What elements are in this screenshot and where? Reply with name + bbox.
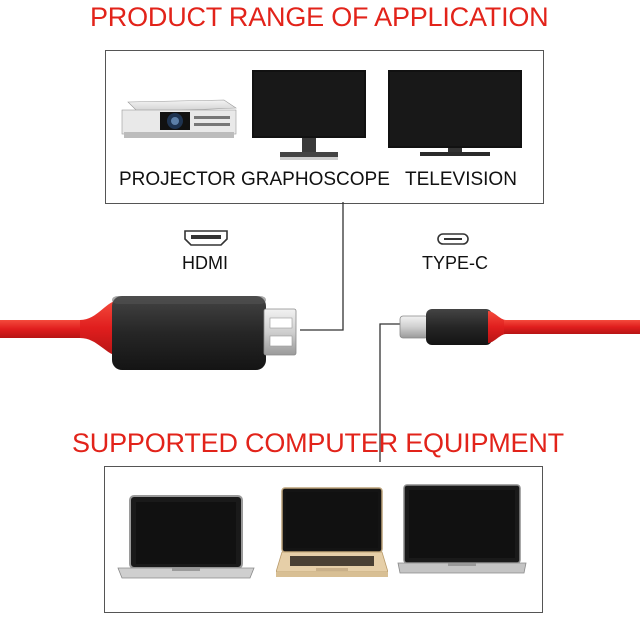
monitor-icon xyxy=(252,70,366,160)
heading-product-range: PRODUCT RANGE OF APPLICATION xyxy=(90,2,549,32)
television-icon xyxy=(388,70,522,156)
label-graphoscope: GRAPHOSCOPE xyxy=(241,169,390,190)
label-typec: TYPE-C xyxy=(422,253,489,273)
laptop-silver-icon xyxy=(117,495,255,579)
label-television: TELEVISION xyxy=(405,169,517,190)
typec-port-icon xyxy=(437,233,469,245)
laptop-dark-icon xyxy=(397,484,527,574)
hdmi-port-icon xyxy=(184,230,228,246)
label-hdmi: HDMI xyxy=(182,253,228,273)
label-projector: PROJECTOR xyxy=(119,169,236,190)
projector-icon xyxy=(121,99,237,138)
heading-supported-computers: SUPPORTED COMPUTER EQUIPMENT xyxy=(72,428,564,458)
laptop-gold-icon xyxy=(276,487,388,577)
